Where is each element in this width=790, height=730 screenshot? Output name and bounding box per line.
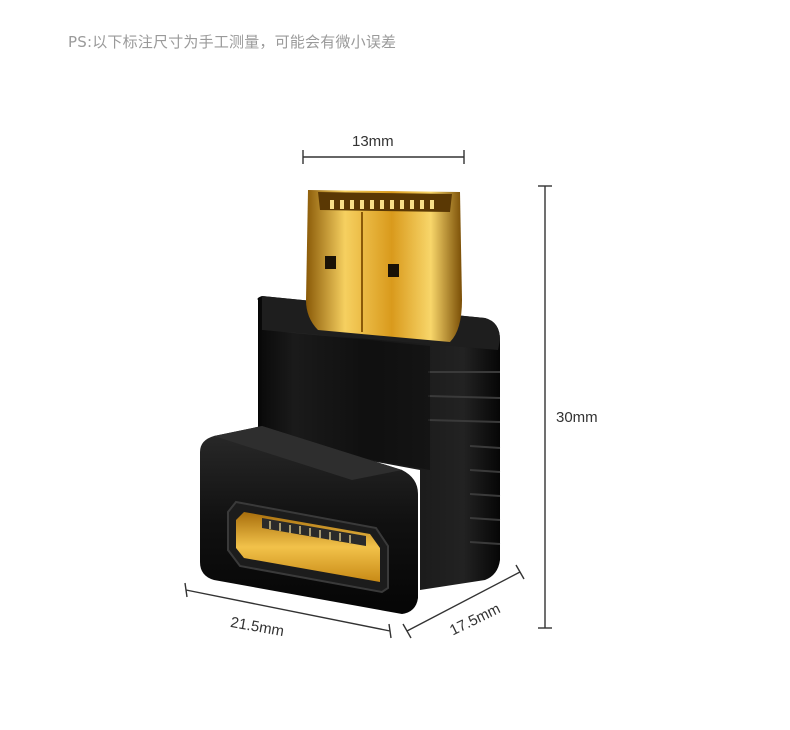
measurement-note: PS:以下标注尺寸为手工测量，可能会有微小误差 xyxy=(68,33,397,51)
dimension-lines xyxy=(184,150,552,639)
hdmi-plug xyxy=(306,190,462,342)
height-label: 30mm xyxy=(556,409,598,426)
connector-width-label: 13mm xyxy=(352,133,394,150)
front-block xyxy=(200,426,418,614)
